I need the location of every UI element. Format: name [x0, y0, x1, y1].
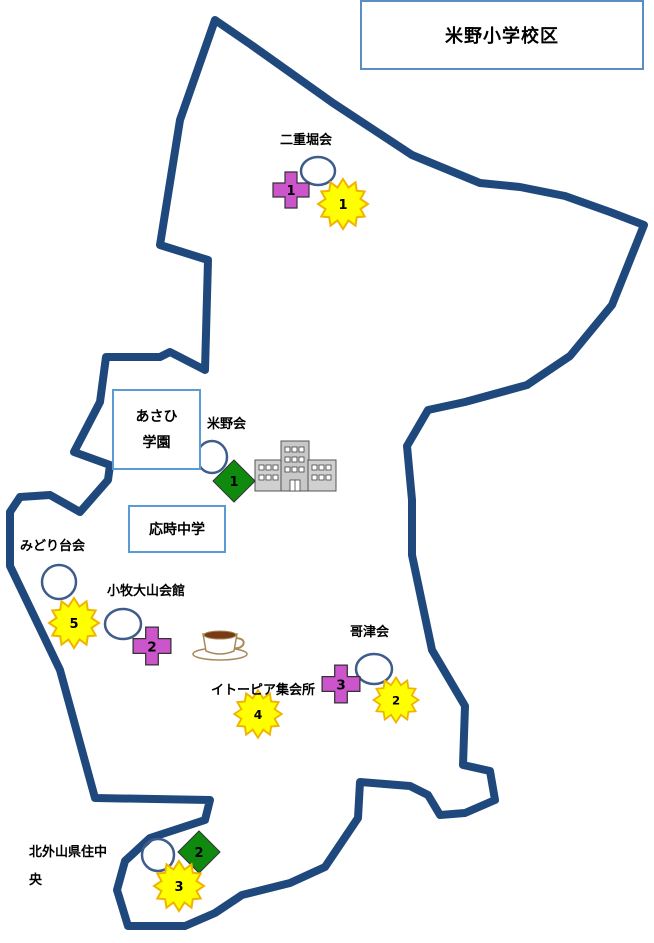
cross-marker-komaki: 2	[132, 626, 172, 666]
cross-marker-label: 1	[286, 184, 295, 199]
star-marker-label: 2	[392, 694, 400, 708]
label-itopia: イトーピア集会所	[211, 683, 316, 698]
star-marker-itopia: 4	[233, 689, 283, 739]
label-nijuhori: 二重堀会	[280, 133, 333, 148]
star-marker-label: 4	[254, 708, 263, 722]
ring-komaki	[103, 607, 143, 641]
star-marker-midoridai: 5	[48, 597, 100, 649]
facility-box-ouji: 応時中学	[128, 505, 226, 553]
facility-asahi-line1: あさひ	[135, 408, 178, 425]
school-building-icon	[254, 440, 337, 492]
star-marker-label: 3	[174, 880, 183, 895]
diamond-marker-yoneno: 1	[212, 459, 256, 503]
diamond-marker-label: 1	[229, 475, 238, 490]
cross-marker-label: 3	[336, 677, 346, 693]
coffee-cup-icon	[192, 630, 248, 661]
label-kitatoyama-line2: 央	[29, 873, 43, 888]
ring-nijuhori	[299, 155, 337, 187]
label-komaki-oyama: 小牧大山会館	[107, 584, 186, 599]
ring-kotsu	[354, 652, 394, 686]
star-marker-kitatoyama: 3	[153, 860, 205, 912]
facility-asahi-line2: 学園	[142, 434, 171, 451]
label-kitatoyama-line1: 北外山県住中	[29, 845, 108, 860]
ring-yoneno	[195, 439, 229, 475]
facility-box-asahi: あさひ 学園	[112, 389, 201, 470]
star-marker-nijuhori: 1	[317, 178, 369, 230]
star-marker-label: 5	[69, 617, 78, 632]
label-midoridai: みどり台会	[20, 539, 86, 554]
label-yoneno: 米野会	[207, 417, 247, 432]
cross-marker-kotsu: 3	[321, 664, 361, 704]
label-kotsu: 哥津会	[350, 625, 390, 640]
diamond-marker-label: 2	[194, 846, 203, 861]
cross-marker-label: 2	[147, 639, 157, 655]
district-boundary	[6, 16, 648, 930]
cross-marker-nijuhori: 1	[272, 171, 310, 209]
star-marker-kotsu: 2	[372, 676, 420, 724]
star-marker-label: 1	[338, 198, 347, 213]
ring-midoridai	[40, 563, 78, 601]
ring-kitatoyama	[140, 837, 176, 873]
map-title: 米野小学校区	[360, 0, 644, 70]
diamond-marker-kitatoyama: 2	[177, 830, 221, 874]
